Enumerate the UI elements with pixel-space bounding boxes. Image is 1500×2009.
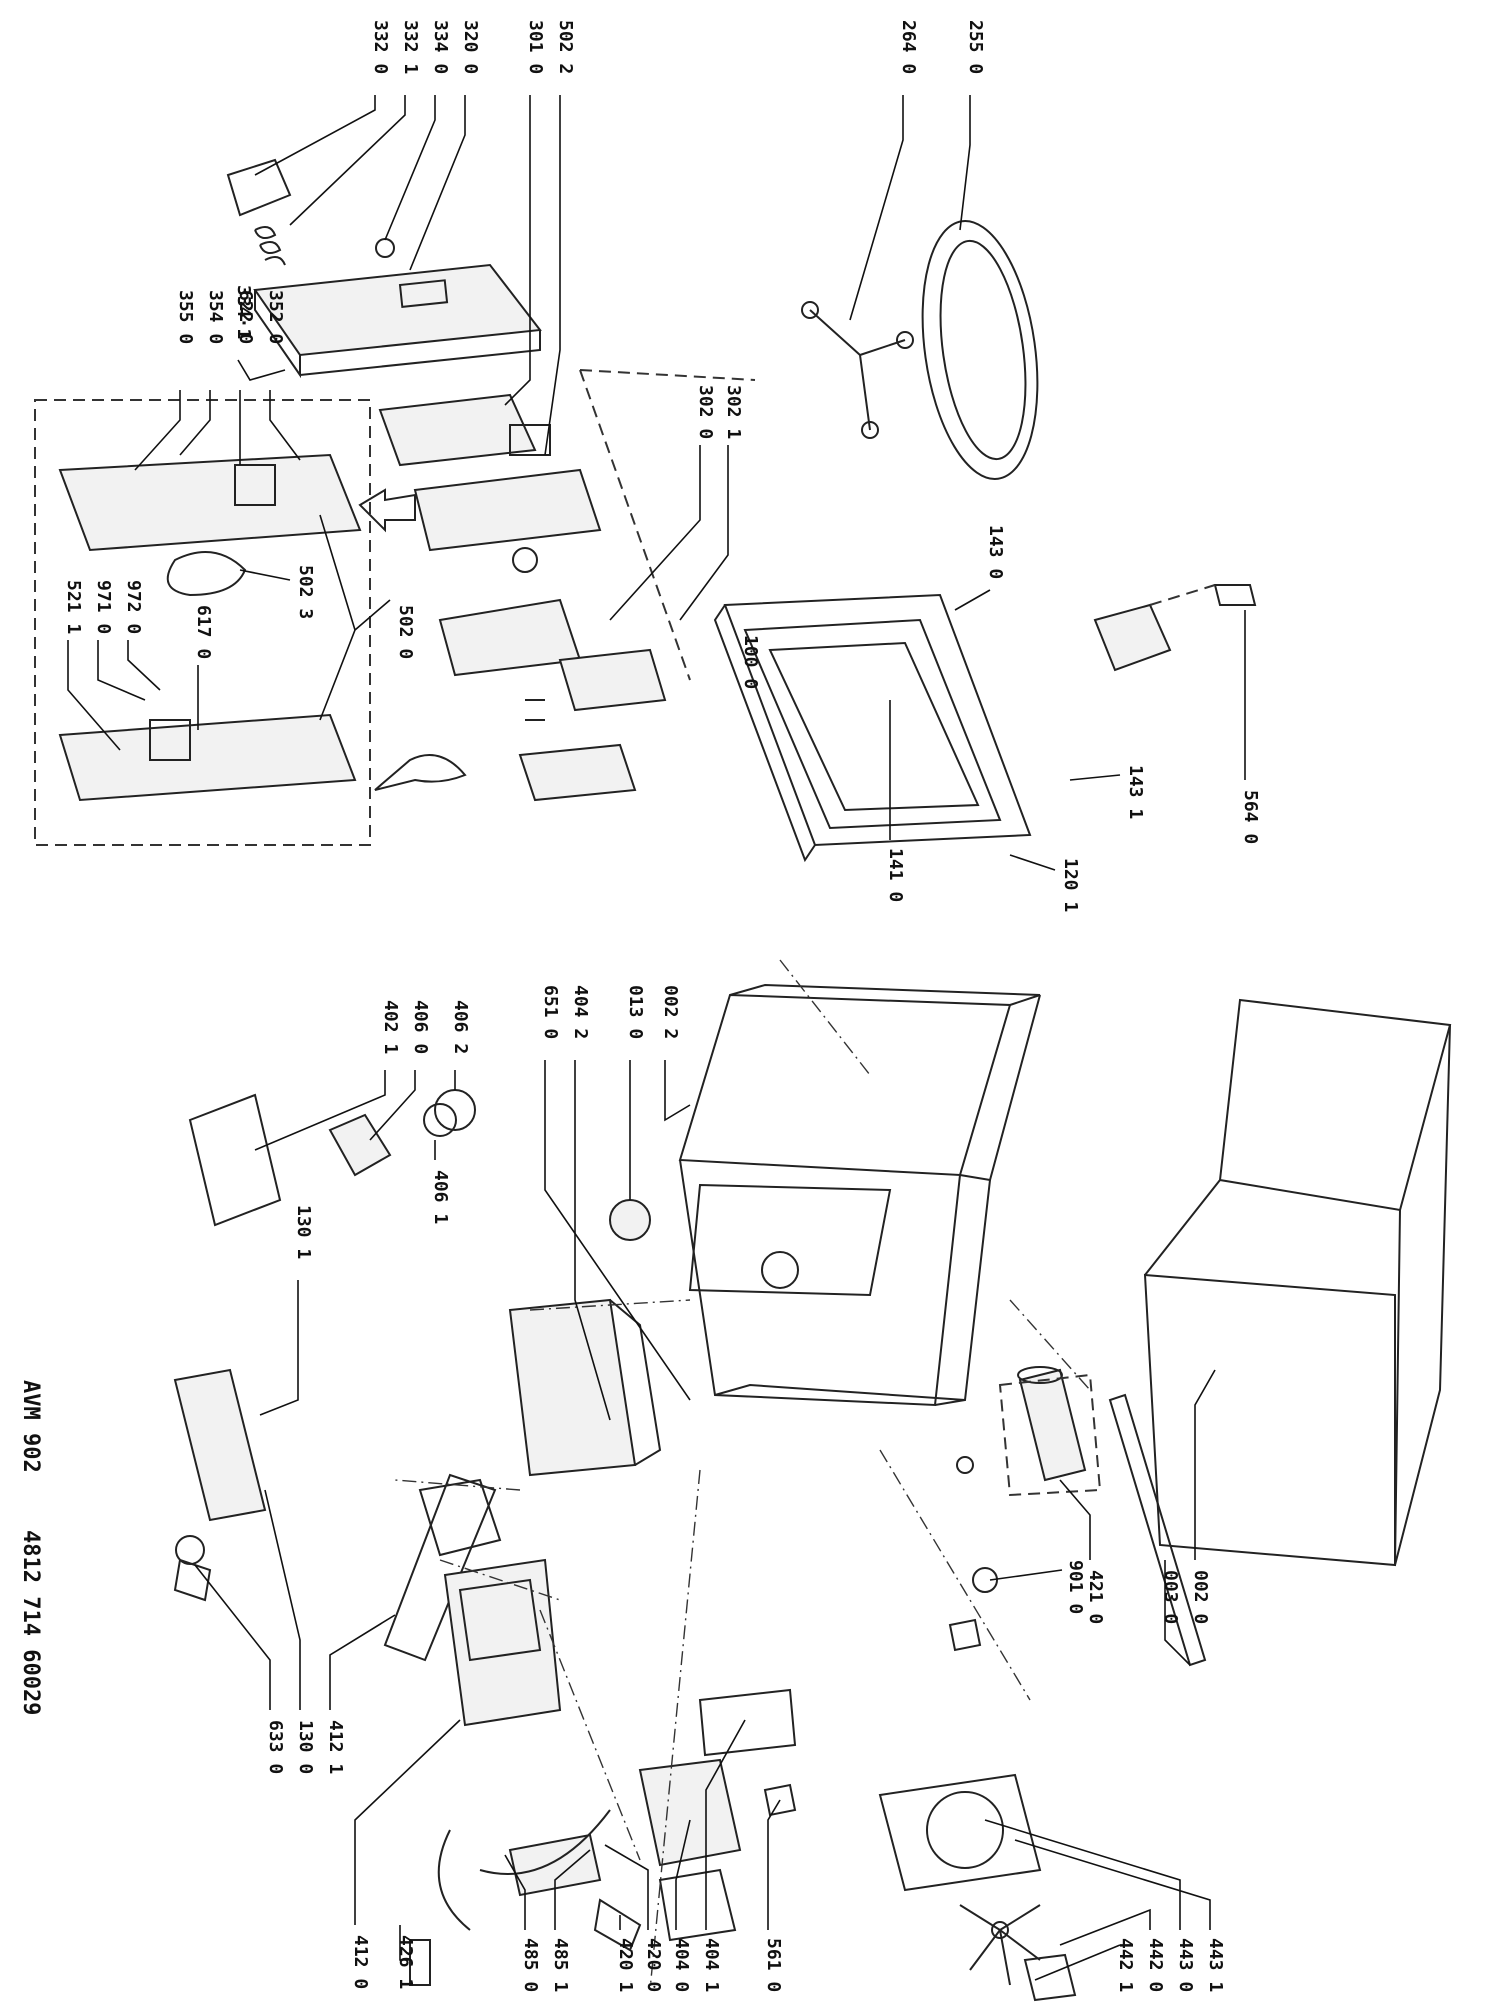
part-label-521-1: 521 1: [63, 580, 84, 634]
small-components: [698, 1456, 998, 1817]
part-label-402-1: 402 1: [380, 1000, 401, 1054]
oven-cavity: [678, 983, 1041, 1407]
part-label-141-0: 141 0: [885, 848, 906, 902]
part-label-485-1: 485 1: [550, 1938, 571, 1992]
part-label-633-0: 633 0: [265, 1720, 286, 1774]
part-label-442-0: 442 0: [1145, 1938, 1166, 1992]
fan-blade: [959, 1904, 1077, 2002]
part-label-404-0: 404 0: [671, 1938, 692, 1992]
part-label-412-0: 412 0: [350, 1935, 371, 1989]
part-label-334-1: 334·1: [233, 285, 254, 339]
outer-case: [1143, 998, 1452, 1567]
part-label-255-0: 255 0: [965, 20, 986, 74]
oven-door: [713, 593, 1032, 863]
part-label-485-0: 485 0: [520, 1938, 541, 1992]
part-label-564-0: 564 0: [1240, 790, 1261, 844]
assembly-lines: [394, 369, 1091, 1991]
part-label-406-2: 406 2: [450, 1000, 471, 1054]
part-label-120-1: 120 1: [1060, 858, 1081, 912]
part-label-426-1: 426 1: [395, 1935, 416, 1989]
part-label-354-0: 354 0: [205, 290, 226, 344]
part-label-301-0: 301 0: [525, 20, 546, 74]
drawing-number: 4812 714 60029: [18, 1530, 43, 1715]
cutout-bracket: [173, 1368, 267, 1602]
part-label-404-1: 404 1: [701, 1938, 722, 1992]
leader-lines: [67, 95, 1246, 1981]
turntable-motor: [188, 1089, 476, 1227]
part-label-013-0: 013 0: [625, 985, 646, 1039]
part-label-442-1: 442 1: [1115, 1938, 1136, 1992]
document-code: AVM 902 4812 714 60029: [18, 1380, 43, 1715]
interlock-switches: [438, 598, 667, 802]
door-hinge: [1093, 584, 1257, 672]
part-label-972-0: 972 0: [123, 580, 144, 634]
cord-bracket: [1108, 1393, 1207, 1667]
part-label-420-0: 420 0: [643, 1938, 664, 1992]
magnetron: [638, 1758, 742, 1942]
part-label-302-0: 302 0: [695, 385, 716, 439]
fan-housing: [878, 1773, 1042, 1892]
part-label-002-0: 002 0: [1190, 1570, 1211, 1624]
part-label-404-2: 404 2: [570, 985, 591, 1039]
part-label-130-0: 130 0: [295, 1720, 316, 1774]
control-panel-front: [253, 263, 542, 379]
control-pcb: [378, 393, 602, 573]
run-capacitor: [998, 1366, 1102, 1497]
part-label-971-0: 971 0: [93, 580, 114, 634]
part-label-617-0: 617 0: [193, 605, 214, 659]
part-label-443-0: 443 0: [1175, 1938, 1196, 1992]
part-label-355-0: 355 0: [175, 290, 196, 344]
part-label-421-0: 421 0: [1085, 1570, 1106, 1624]
part-label-332-1: 332 1: [400, 20, 421, 74]
part-label-002-2: 002 2: [660, 985, 681, 1039]
hv-capacitor: [437, 1809, 642, 1952]
part-label-443-1: 443 1: [1205, 1938, 1226, 1992]
part-label-143-1: 143 1: [1125, 765, 1146, 819]
turntable-plate: [921, 220, 1039, 480]
part-label-420-1: 420 1: [615, 1938, 636, 1992]
part-label-406-1: 406 1: [430, 1170, 451, 1224]
part-label-412-1: 412 1: [325, 1720, 346, 1774]
part-label-003-0: 003 0: [1160, 1570, 1181, 1624]
base-plate: [383, 1473, 502, 1662]
model-code: AVM 902: [18, 1380, 43, 1473]
part-label-130-1: 130 1: [293, 1205, 314, 1259]
part-label-901-0: 901 0: [1065, 1560, 1086, 1614]
part-labels: 255 0 264 0 502 2 301 0 320 0 334 0 332 1 332 0…: [63, 20, 1261, 1992]
part-label-651-0: 651 0: [540, 985, 561, 1039]
hv-transformer: [443, 1558, 562, 1727]
part-label-502-2: 502 2: [555, 20, 576, 74]
part-label-352-0: 352 0: [265, 290, 286, 344]
direction-arrows: [358, 488, 467, 791]
part-label-334-0: 334 0: [430, 20, 451, 74]
part-label-332-0: 332 0: [370, 20, 391, 74]
part-label-622-0: 622 0: [235, 290, 256, 344]
part-label-100-0: 100 0: [740, 635, 761, 689]
part-label-406-0: 406 0: [410, 1000, 431, 1054]
part-label-561-0: 561 0: [763, 1938, 784, 1992]
pcb-kit-box: [34, 399, 371, 846]
roller-support: [801, 301, 914, 439]
part-label-264-0: 264 0: [898, 20, 919, 74]
door-key-assembly: [226, 158, 395, 266]
part-label-502-3: 502 3: [295, 565, 316, 619]
part-label-320-0: 320 0: [460, 20, 481, 74]
waveguide: [508, 1298, 691, 1477]
stirrer-fan: [609, 1199, 651, 1241]
fuse: [409, 1939, 431, 1986]
part-label-502-0: 502 0: [395, 605, 416, 659]
part-label-143-0: 143 0: [985, 525, 1006, 579]
part-label-302-1: 302 1: [723, 385, 744, 439]
